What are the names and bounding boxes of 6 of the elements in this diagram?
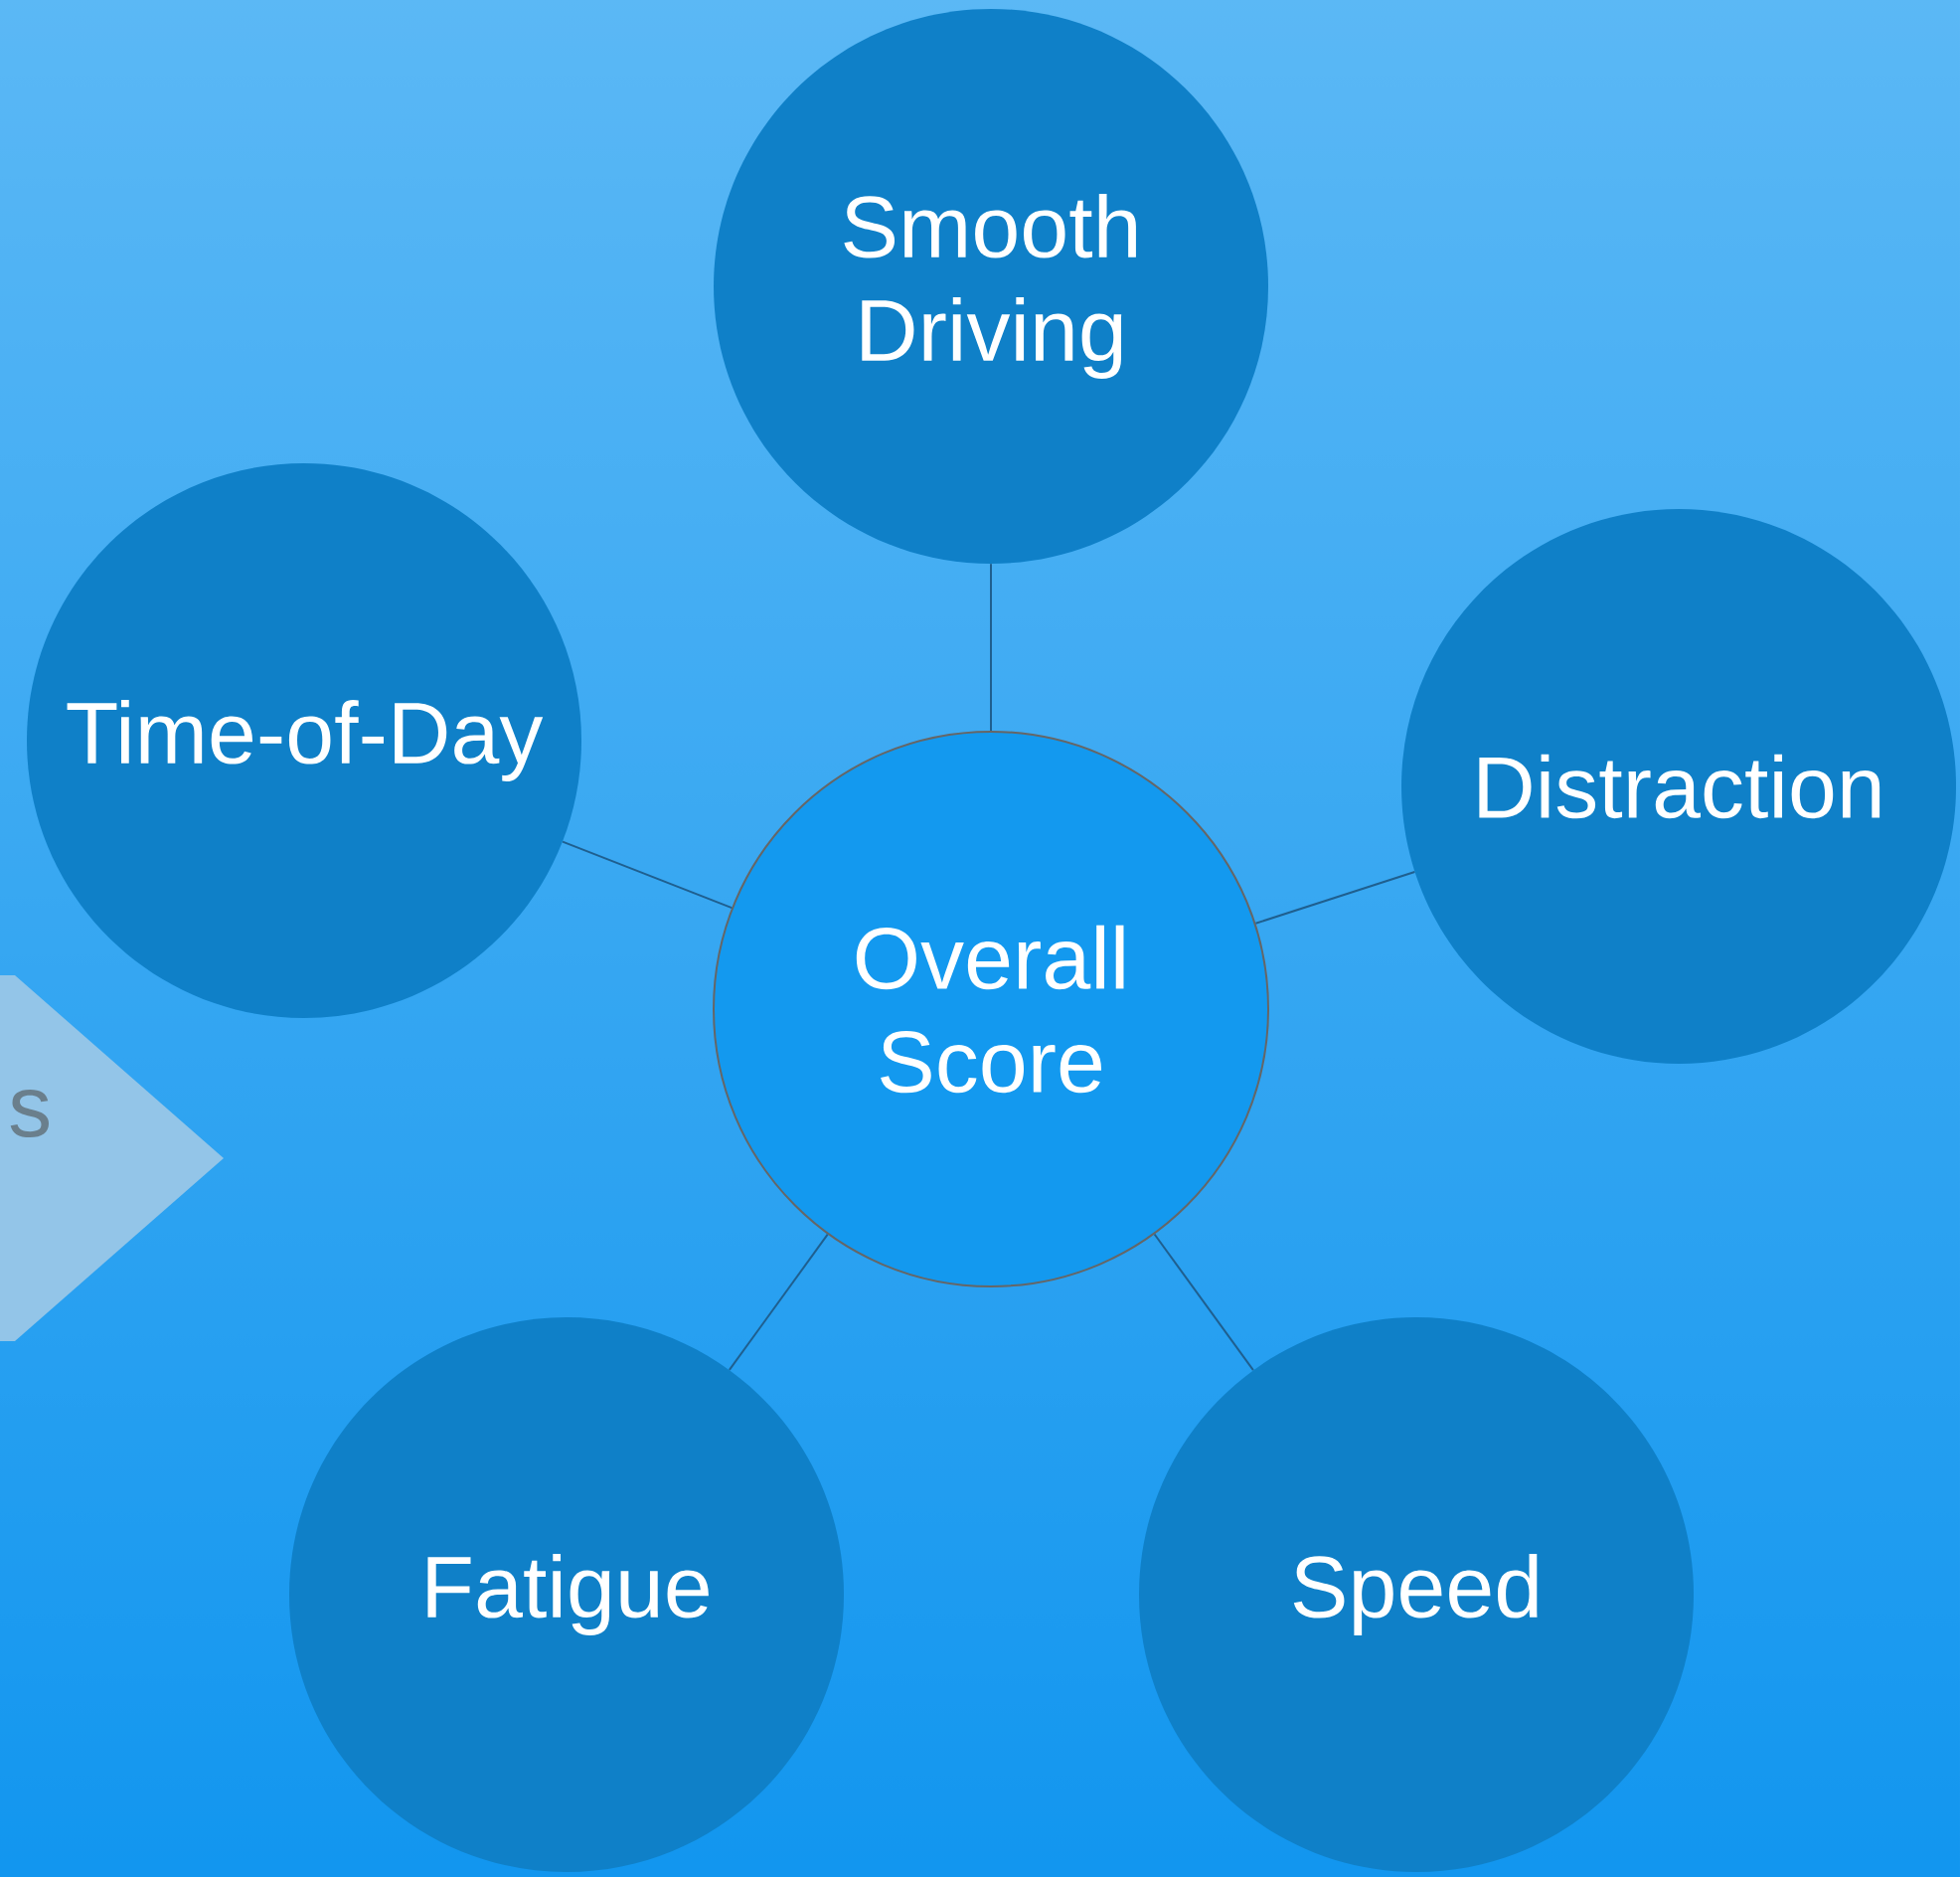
connector-line: [990, 563, 992, 732]
connector-line: [562, 840, 734, 910]
pentagon-tag: s: [0, 975, 224, 1341]
connector-line: [1153, 1233, 1254, 1372]
connector-line: [728, 1233, 829, 1371]
connector-line: [1254, 870, 1416, 925]
